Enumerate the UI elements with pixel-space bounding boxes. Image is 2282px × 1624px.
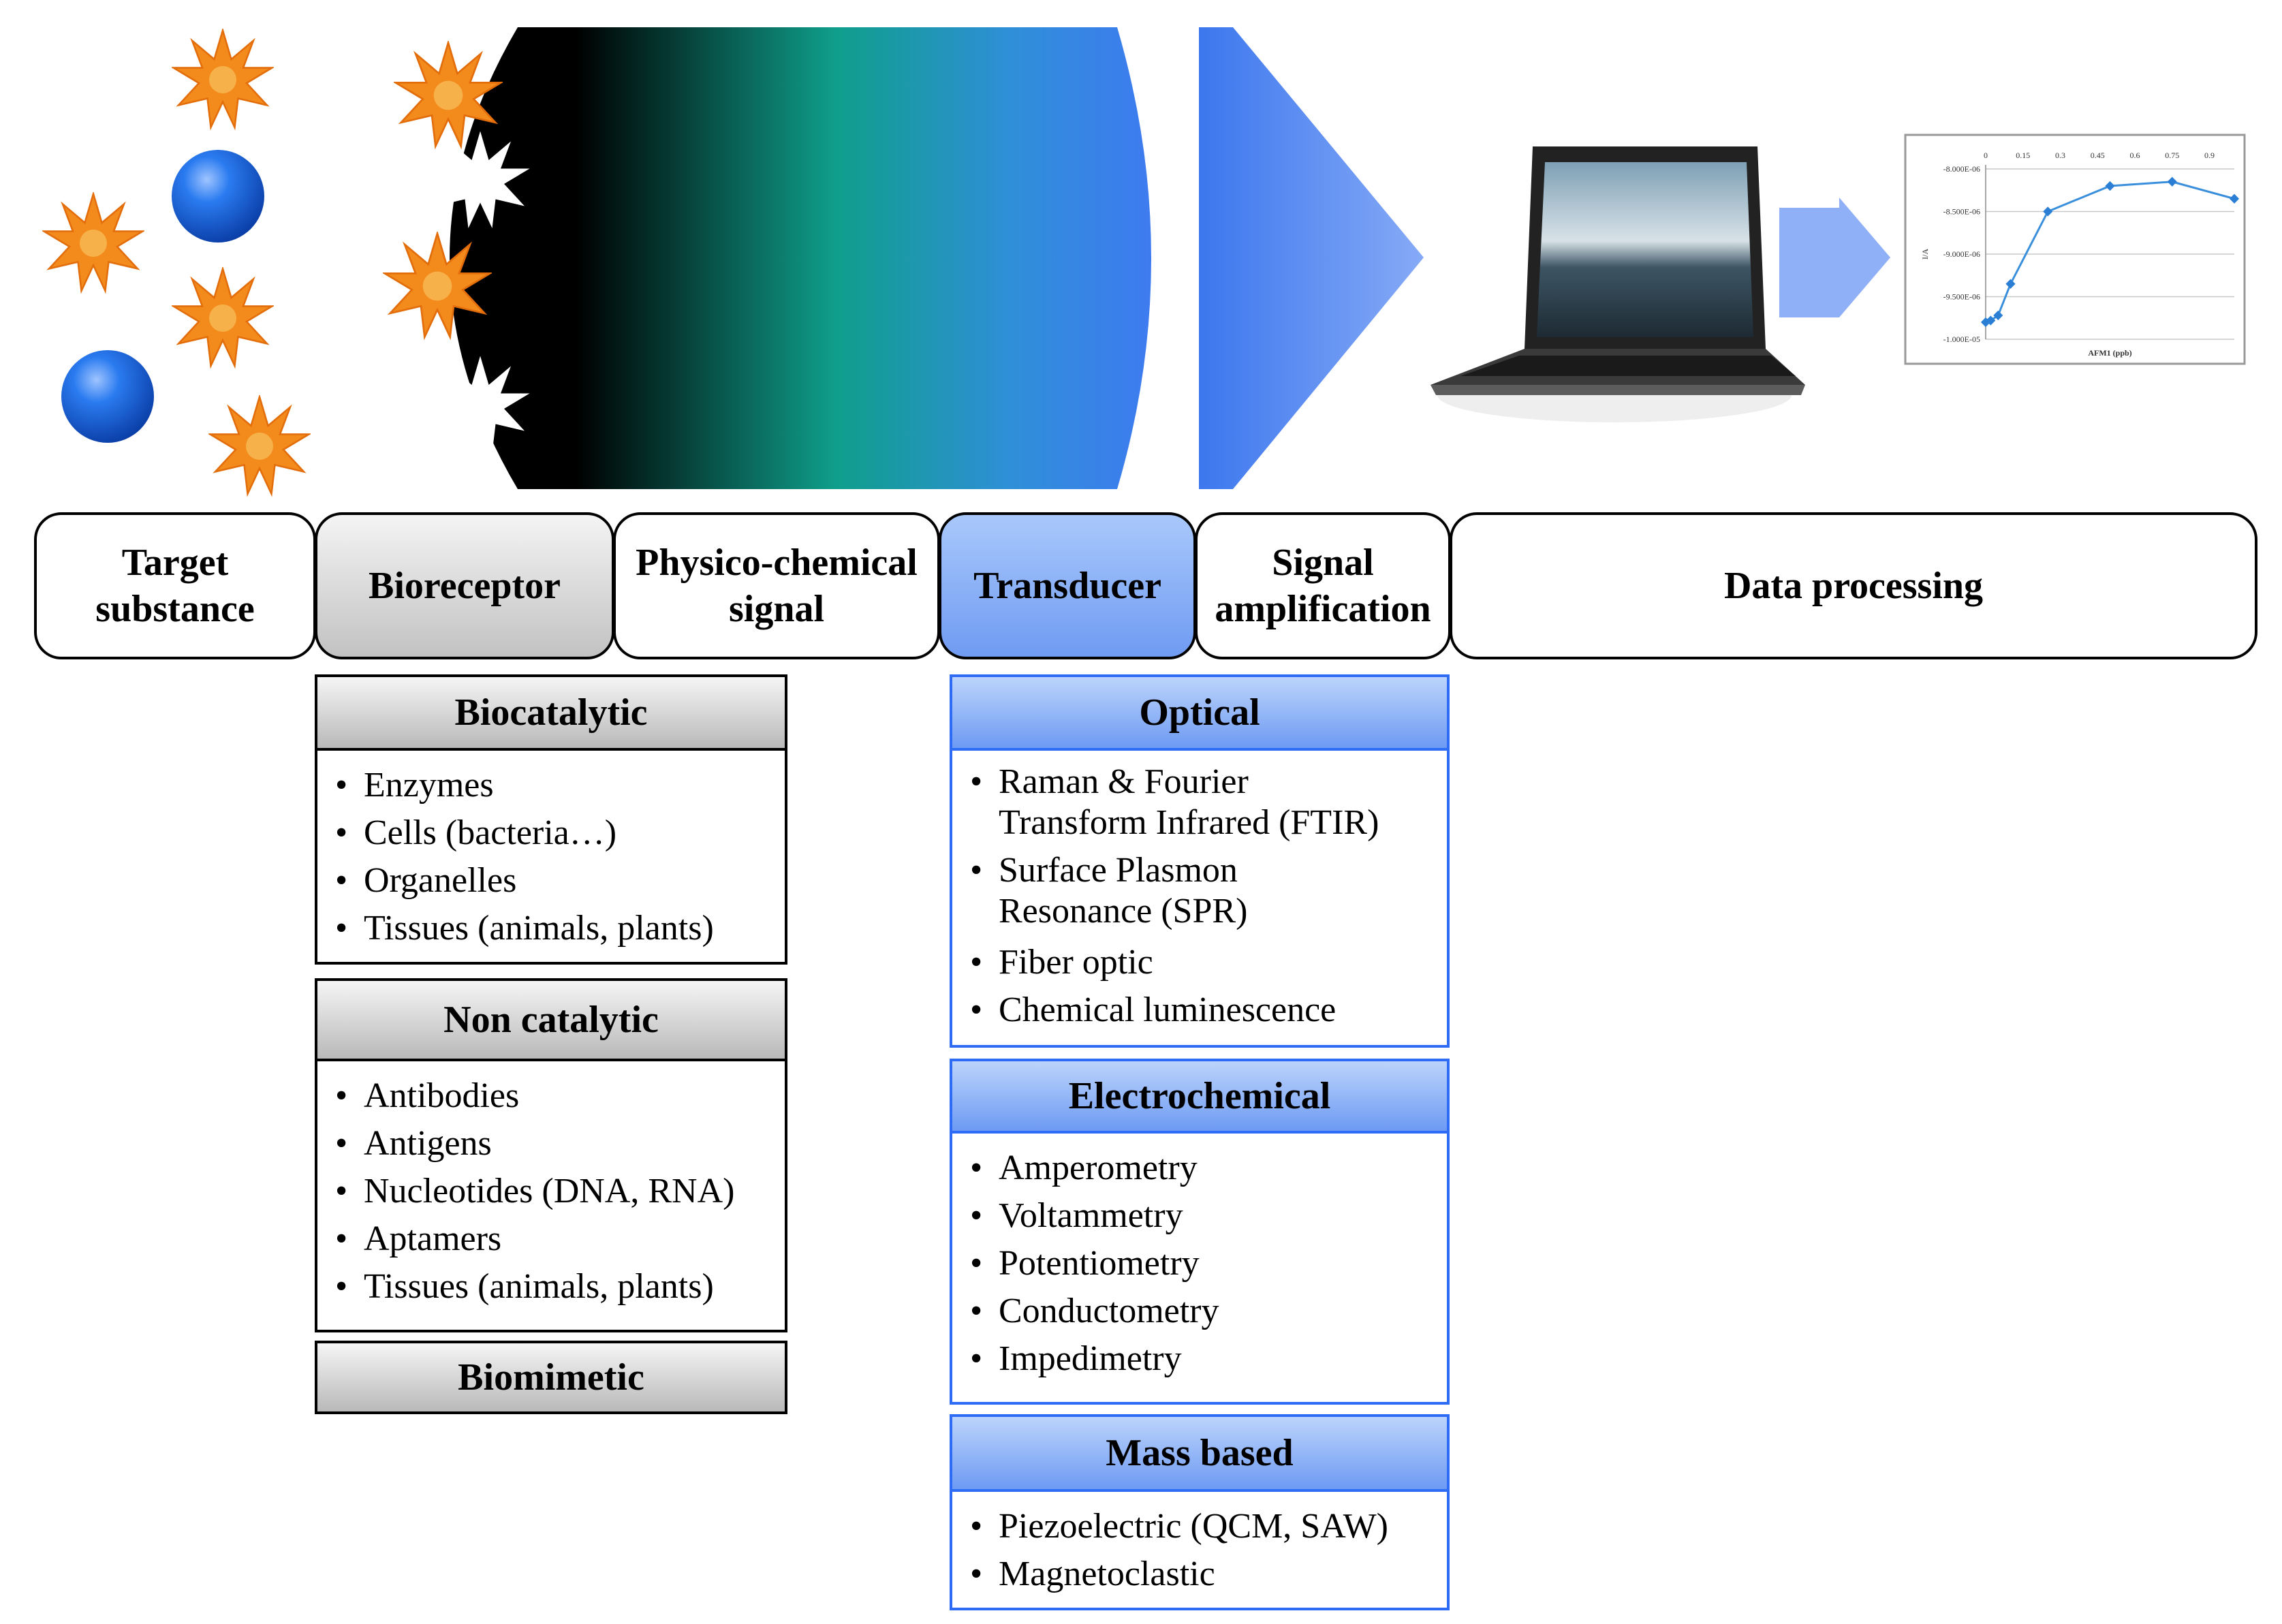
category-non-catalytic: Non catalytic Antibodies Antigens Nucleo… bbox=[315, 978, 787, 1332]
transducer-shape bbox=[1199, 27, 1424, 489]
list-item: Fiber optic bbox=[967, 939, 1447, 986]
category-title: Non catalytic bbox=[317, 981, 785, 1061]
category-biocatalytic: Biocatalytic Enzymes Cells (bacteria…) O… bbox=[315, 674, 787, 965]
list-item: Surface Plasmon Resonance (SPR) bbox=[967, 850, 1447, 939]
category-list: Raman & Fourier Transform Infrared (FTIR… bbox=[952, 751, 1447, 1034]
category-list: Enzymes Cells (bacteria…) Organelles Tis… bbox=[317, 751, 785, 952]
list-item: Potentiometry bbox=[967, 1240, 1447, 1287]
amplification-arrow bbox=[1779, 198, 1890, 317]
list-item: Tissues (animals, plants) bbox=[332, 905, 785, 952]
category-title: Biocatalytic bbox=[317, 677, 785, 751]
list-item: Organelles bbox=[332, 857, 785, 905]
bioreceptor-body bbox=[450, 27, 1151, 489]
sphere-analyte-icon bbox=[61, 350, 154, 443]
y-tick-label: -9.000E-06 bbox=[1943, 249, 1980, 259]
category-mass-based: Mass based Piezoelectric (QCM, SAW) Magn… bbox=[950, 1414, 1450, 1610]
x-axis-label: AFM1 (ppb) bbox=[2088, 348, 2131, 358]
category-title: Optical bbox=[952, 677, 1447, 751]
star-analyte-icon bbox=[43, 193, 144, 292]
category-biomimetic: Biomimetic bbox=[315, 1341, 787, 1414]
y-tick-label: -8.000E-06 bbox=[1943, 164, 1980, 174]
list-item: Enzymes bbox=[332, 762, 785, 809]
star-analyte-icon bbox=[172, 29, 273, 129]
list-item: Tissues (animals, plants) bbox=[332, 1263, 785, 1311]
category-title: Mass based bbox=[952, 1417, 1447, 1492]
list-item: Antibodies bbox=[332, 1072, 785, 1120]
list-item: Antigens bbox=[332, 1120, 785, 1168]
list-item: Raman & Fourier Transform Infrared (FTIR… bbox=[967, 762, 1447, 850]
list-item: Aptamers bbox=[332, 1215, 785, 1263]
stage-bioreceptor: Bioreceptor bbox=[315, 512, 614, 659]
list-item: Chemical luminescence bbox=[967, 986, 1447, 1034]
category-optical: Optical Raman & Fourier Transform Infrar… bbox=[950, 674, 1450, 1048]
stage-target-substance: Target substance bbox=[34, 512, 316, 659]
y-axis-label: I/A bbox=[1920, 249, 1930, 260]
y-tick-label: -9.500E-06 bbox=[1943, 292, 1980, 302]
x-tick-label: 0 bbox=[1984, 151, 1988, 160]
list-item: Voltammetry bbox=[967, 1192, 1447, 1240]
category-title: Electrochemical bbox=[952, 1061, 1447, 1134]
sphere-analyte-icon bbox=[172, 150, 264, 243]
category-electrochemical: Electrochemical Amperometry Voltammetry … bbox=[950, 1059, 1450, 1405]
x-tick-label: 0.6 bbox=[2130, 151, 2140, 160]
y-tick-label: -8.500E-06 bbox=[1943, 207, 1980, 217]
x-tick-label: 0.9 bbox=[2204, 151, 2215, 160]
biosensor-illustration: -8.000E-06 -8.500E-06 -9.000E-06 -9.500E-06… bbox=[43, 27, 2246, 495]
list-item: Conductometry bbox=[967, 1287, 1447, 1335]
x-tick-label: 0.3 bbox=[2055, 151, 2065, 160]
list-item: Cells (bacteria…) bbox=[332, 809, 785, 857]
x-tick-label: 0.45 bbox=[2091, 151, 2105, 160]
stage-transducer: Transducer bbox=[939, 512, 1196, 659]
stage-signal-amplification: Signal amplification bbox=[1195, 512, 1451, 659]
x-tick-label: 0.15 bbox=[2016, 151, 2030, 160]
category-list: Antibodies Antigens Nucleotides (DNA, RN… bbox=[317, 1061, 785, 1311]
list-item: Amperometry bbox=[967, 1144, 1447, 1192]
list-item: Impedimetry bbox=[967, 1335, 1447, 1383]
x-tick-label: 0.75 bbox=[2165, 151, 2179, 160]
y-tick-label: -1.000E-05 bbox=[1943, 334, 1980, 344]
star-analyte-icon bbox=[172, 268, 273, 367]
category-list: Amperometry Voltammetry Potentiometry Co… bbox=[952, 1134, 1447, 1383]
category-title: Biomimetic bbox=[317, 1343, 785, 1411]
star-analyte-icon bbox=[209, 396, 310, 495]
laptop-icon bbox=[1431, 146, 1805, 422]
calibration-chart: -8.000E-06 -8.500E-06 -9.000E-06 -9.500E-06… bbox=[1904, 134, 2246, 365]
list-item: Piezoelectric (QCM, SAW) bbox=[967, 1503, 1447, 1550]
list-item: Nucleotides (DNA, RNA) bbox=[332, 1168, 785, 1215]
stage-physico-chemical-signal: Physico-chemical signal bbox=[613, 512, 940, 659]
category-list: Piezoelectric (QCM, SAW) Magnetoclastic bbox=[952, 1492, 1447, 1598]
stage-data-processing: Data processing bbox=[1450, 512, 2257, 659]
list-item: Magnetoclastic bbox=[967, 1550, 1447, 1598]
